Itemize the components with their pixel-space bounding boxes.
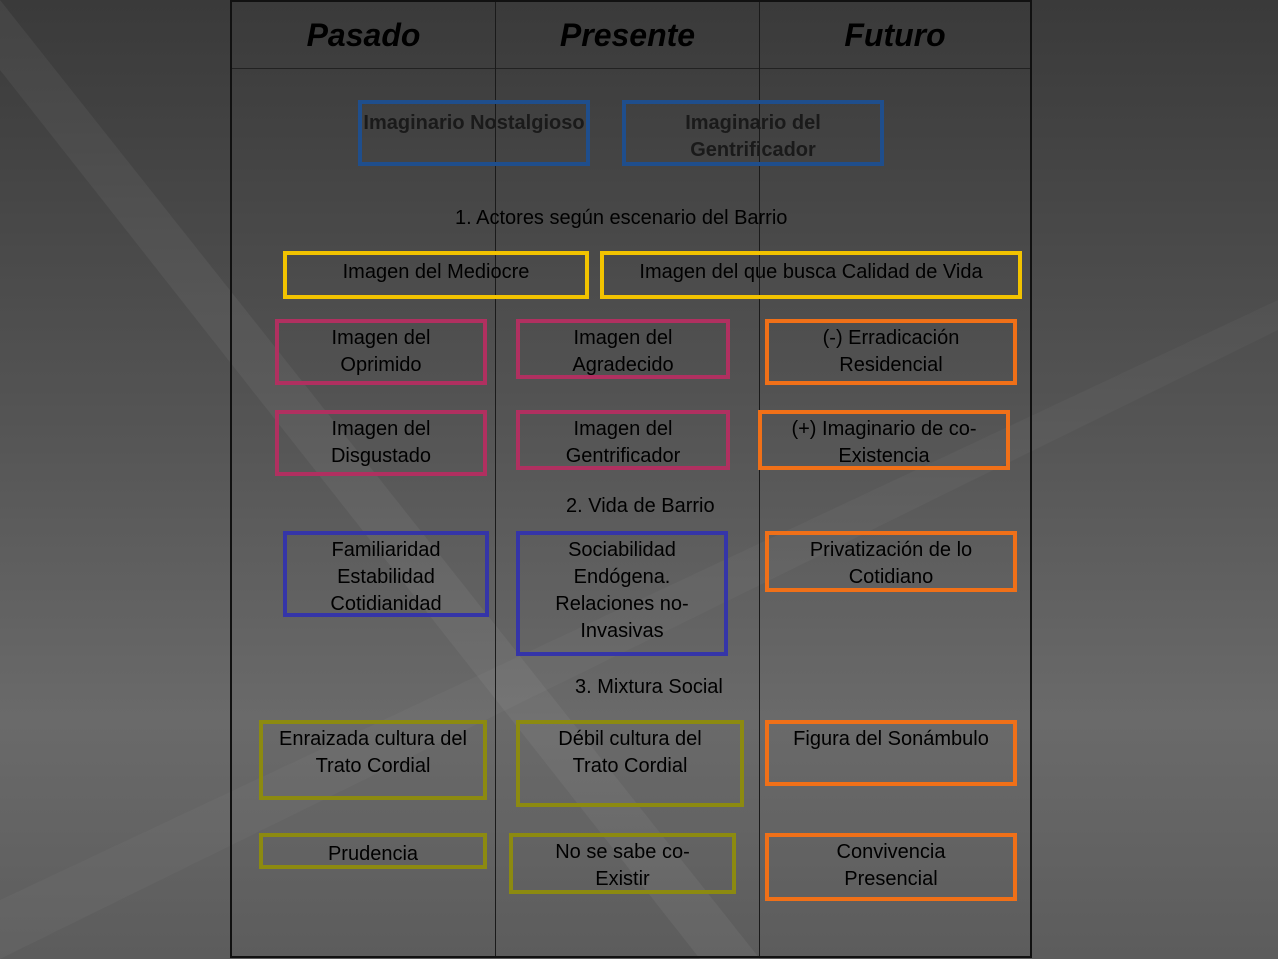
imagen-calidad-vida-box: Imagen del que busca Calidad de Vida (600, 251, 1022, 299)
figura-sonambulo-box: Figura del Sonámbulo (765, 720, 1017, 786)
table-header-row (232, 2, 1030, 69)
sociabilidad-box: Sociabilidad Endógena. Relaciones no-Inv… (516, 531, 728, 656)
imagen-gentrificador-box: Imagen del Gentrificador (516, 410, 730, 470)
debil-cultura-box: Débil cultura del Trato Cordial (516, 720, 744, 807)
convivencia-presencial-box: Convivencia Presencial (765, 833, 1017, 901)
imaginario-coexistencia-box: (+) Imaginario de co-Existencia (758, 410, 1010, 470)
section2-title: 2. Vida de Barrio (566, 495, 715, 517)
imaginario-gentrificador-box: Imaginario del Gentrificador (622, 100, 884, 166)
section1-title: 1. Actores según escenario del Barrio (455, 207, 788, 229)
header-presente: Presente (559, 16, 696, 53)
imagen-agradecido-box: Imagen del Agradecido (516, 319, 730, 379)
enraizada-cultura-box: Enraizada cultura del Trato Cordial (259, 720, 487, 800)
comparison-table: Pasado Presente Futuro (230, 0, 1032, 958)
prudencia-box: Prudencia (259, 833, 487, 869)
familiaridad-box: Familiaridad Estabilidad Cotidianidad (283, 531, 489, 617)
imaginario-nostalgioso-box: Imaginario Nostalgioso (358, 100, 590, 166)
imagen-disgustado-box: Imagen del Disgustado (275, 410, 487, 476)
imagen-mediocre-box: Imagen del Mediocre (283, 251, 589, 299)
section3-title: 3. Mixtura Social (575, 676, 723, 698)
privatizacion-box: Privatización de lo Cotidiano (765, 531, 1017, 592)
erradicacion-residencial-box: (-) Erradicación Residencial (765, 319, 1017, 385)
no-se-sabe-coexistir-box: No se sabe co-Existir (509, 833, 736, 894)
imagen-oprimido-box: Imagen del Oprimido (275, 319, 487, 385)
column-divider (495, 2, 496, 956)
column-divider (759, 2, 760, 956)
header-pasado: Pasado (306, 16, 421, 53)
header-futuro: Futuro (844, 16, 946, 53)
